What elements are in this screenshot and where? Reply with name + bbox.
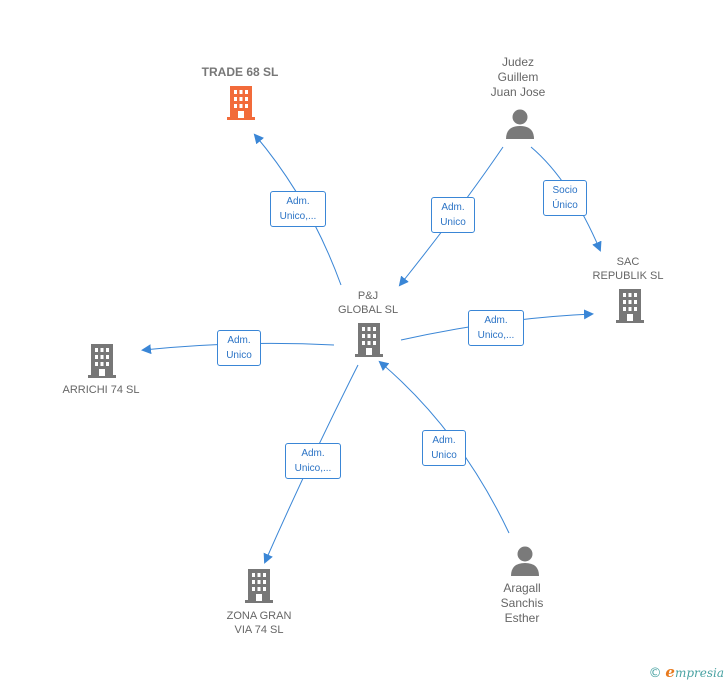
node-label-line: Esther [504, 611, 540, 625]
edge-label-line: Adm. [301, 448, 325, 459]
building-icon[interactable] [614, 288, 646, 324]
edge-label-pj-sac[interactable]: Adm. Unico,... [468, 310, 524, 346]
edge-label-pj-trade68[interactable]: Adm. Unico,... [270, 191, 326, 227]
node-label-line: REPUBLIK SL [592, 270, 664, 282]
node-label-line: P&J [357, 290, 379, 302]
node-label-line: GLOBAL SL [337, 304, 399, 316]
edge-label-line: Adm. [432, 435, 456, 446]
node-label-pj-global[interactable]: P&J GLOBAL SL [338, 289, 398, 317]
edge-label-line: Adm. [227, 335, 251, 346]
node-label-line: Sanchis [500, 596, 544, 610]
edge-label-line: Adm. [484, 315, 508, 326]
building-icon[interactable] [353, 322, 385, 358]
node-label-judez[interactable]: Judez Guillem Juan Jose [491, 55, 546, 100]
edge-label-line: Socio [552, 185, 578, 196]
edge-label-judez-pj[interactable]: Adm. Unico [431, 197, 475, 233]
person-icon[interactable] [504, 108, 536, 140]
edge-label-aragall-pj[interactable]: Adm. Unico [422, 430, 466, 466]
node-label-trade68[interactable]: TRADE 68 SL [202, 65, 279, 79]
node-label-line: Guillem [497, 70, 539, 84]
edge-label-line: Unico [431, 450, 457, 461]
node-label-line: VIA 74 SL [234, 624, 284, 636]
edge-label-line: Unico [226, 350, 252, 361]
building-icon[interactable] [86, 343, 118, 379]
edge-label-line: Unico,... [279, 211, 317, 222]
node-label-zona[interactable]: ZONA GRAN VIA 74 SL [227, 609, 292, 637]
empresia-logo: © empresia [649, 663, 724, 681]
edge-label-line: Unico,... [477, 330, 515, 341]
brand-name: mpresia [674, 666, 724, 680]
node-label-sac[interactable]: SAC REPUBLIK SL [593, 255, 664, 283]
edge-label-line: Unico,... [294, 463, 332, 474]
node-label-line: TRADE 68 SL [201, 65, 279, 79]
building-icon[interactable] [243, 568, 275, 604]
edge-label-line: Unico [440, 217, 466, 228]
node-label-line: Aragall [503, 581, 541, 595]
copyright-symbol: © [648, 666, 662, 681]
node-label-aragall[interactable]: Aragall Sanchis Esther [501, 581, 544, 626]
edge-label-line: Único [552, 200, 578, 211]
node-label-line: Juan Jose [490, 85, 546, 99]
node-label-line: Judez [501, 55, 535, 69]
node-label-line: SAC [616, 256, 640, 268]
person-icon[interactable] [509, 545, 541, 577]
edge-label-line: Adm. [441, 202, 465, 213]
building-icon[interactable] [225, 85, 257, 121]
edge-label-judez-sac[interactable]: Socio Único [543, 180, 587, 216]
edge-label-pj-zona[interactable]: Adm. Unico,... [285, 443, 341, 479]
edge-label-line: Adm. [286, 196, 310, 207]
node-label-line: ARRICHI 74 SL [62, 384, 140, 396]
edge-label-pj-arrichi[interactable]: Adm. Unico [217, 330, 261, 366]
node-label-line: ZONA GRAN [226, 610, 292, 622]
node-label-arrichi[interactable]: ARRICHI 74 SL [62, 383, 139, 397]
brand-initial: e [665, 663, 675, 681]
